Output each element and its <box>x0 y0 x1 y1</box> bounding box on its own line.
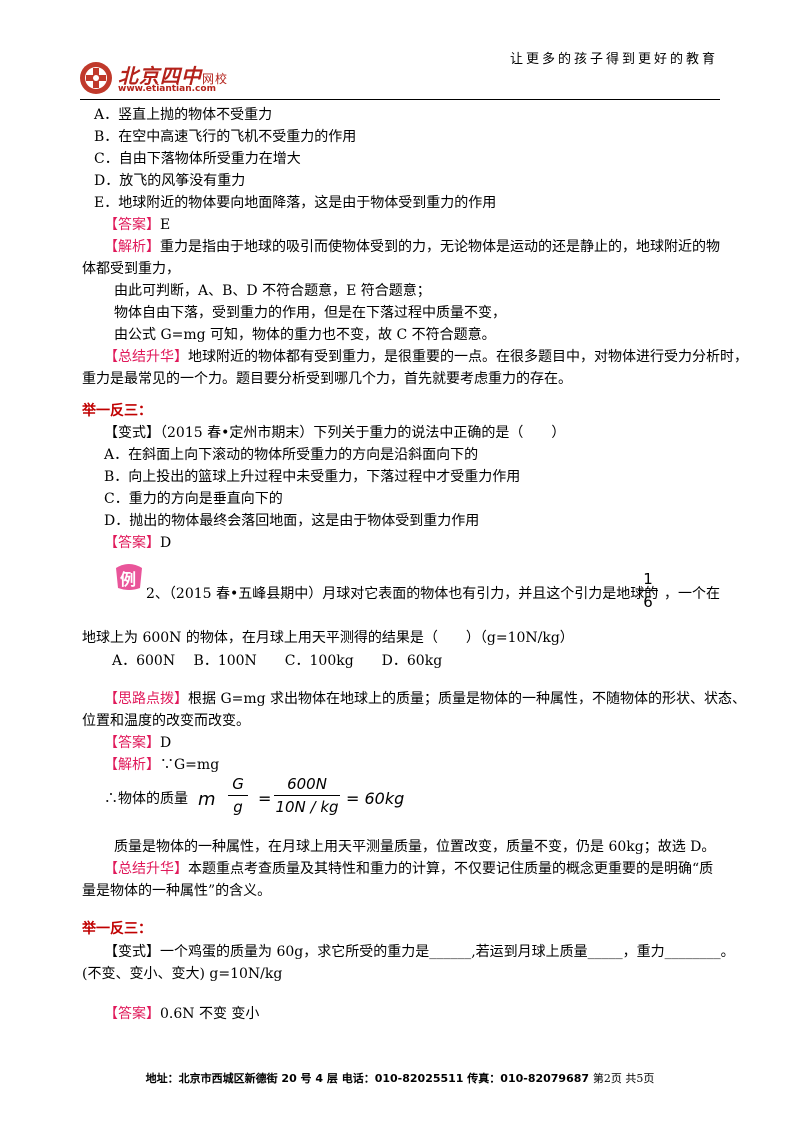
footer-address: 地址：北京市西城区新德街 20 号 4 层 电话：010-82025511 传真… <box>145 1072 590 1085</box>
v1-option-c: C．重力的方向是垂直向下的 <box>104 491 283 507</box>
q2-stem-line1-tail: ，一个在 <box>664 586 720 602</box>
q1-answer: 【答案】E <box>104 217 171 233</box>
example-badge-icon <box>116 564 142 590</box>
q2-stem-line1: 2、（2015 春•五峰县期中）月球对它表面的物体也有引力，并且这个引力是地球的 <box>146 586 659 602</box>
page-footer: 地址：北京市西城区新德街 20 号 4 层 电话：010-82025511 传真… <box>0 1070 800 1086</box>
q1-summary-line2: 重力是最常见的一个力。题目要分析受到哪几个力，首先就要考虑重力的存在。 <box>82 371 572 387</box>
v2-section-title: 举一反三： <box>82 921 152 937</box>
formula-eq: = <box>258 789 272 808</box>
logo-title: 北京四中网校 <box>118 64 229 88</box>
q2-analysis-line1: 【解析】∵G=mg <box>104 757 220 773</box>
q2-answer: 【答案】D <box>104 735 172 751</box>
example-badge: 例 <box>112 562 146 592</box>
q2-hint-line2: 位置和温度的改变而改变。 <box>82 713 250 729</box>
logo-emblem-icon <box>80 62 112 94</box>
q1-option-d: D．放飞的风筝没有重力 <box>94 173 246 189</box>
v1-option-a: A．在斜面上向下滚动的物体所受重力的方向是沿斜面向下的 <box>104 447 479 463</box>
header-divider <box>80 99 720 100</box>
q1-analysis-line1: 【解析】重力是指由于地球的吸引而使物体受到的力，无论物体是运动的还是静止的，地球… <box>104 239 720 255</box>
q2-hint-line1: 【思路点拨】根据 G=mg 求出物体在地球上的质量；质量是物体的一种属性，不随物… <box>104 691 747 707</box>
footer-page-number: 第2页 共5页 <box>592 1072 655 1085</box>
q2-stem-line2: 地球上为 600N 的物体，在月球上用天平测得的结果是（ ）（g=10N/kg） <box>82 630 574 646</box>
q2-summary-line1: 【总结升华】本题重点考查质量及其特性和重力的计算，不仅要记住质量的概念更重要的是… <box>104 861 714 877</box>
q2-fraction: 1 6 <box>636 570 660 611</box>
v2-lead-line1: 【变式】一个鸡蛋的质量为 60g，求它所受的重力是______,若运到月球上质量… <box>104 944 735 960</box>
logo-url: www.etiantian.com <box>118 84 216 94</box>
q2-options: A．600N B．100N C．100kg D．60kg <box>112 653 443 669</box>
v1-section-title: 举一反三： <box>82 403 152 419</box>
v1-option-b: B．向上投出的篮球上升过程中未受重力，下落过程中才受重力作用 <box>104 469 521 485</box>
school-logo: 北京四中网校 www.etiantian.com <box>78 60 278 98</box>
q1-analysis-line2: 体都受到重力， <box>82 261 180 277</box>
formula-result: = 60kg <box>346 789 405 808</box>
q2-summary-line2: 量是物体的一种属性”的含义。 <box>82 883 272 899</box>
q2-analysis-line2: ∴物体的质量 <box>104 791 188 807</box>
q2-analysis-line3: 质量是物体的一种属性，在月球上用天平测量质量，位置改变，质量不变，仍是 60kg… <box>114 839 716 855</box>
v2-answer: 【答案】0.6N 不变 变小 <box>104 1006 260 1022</box>
q1-analysis-line5: 由公式 G=mg 可知，物体的重力也不变，故 C 不符合题意。 <box>114 327 496 343</box>
q1-option-e: E．地球附近的物体要向地面降落，这是由于物体受到重力的作用 <box>94 195 497 211</box>
q1-option-a: A．竖直上抛的物体不受重力 <box>94 107 273 123</box>
q1-analysis-line3: 由此可判断，A、B、D 不符合题意，E 符合题意； <box>114 283 431 299</box>
v1-lead: 【变式】（2015 春•定州市期末）下列关于重力的说法中正确的是（ ） <box>104 425 566 441</box>
q1-summary-line1: 【总结升华】地球附近的物体都有受到重力，是很重要的一点。在很多题目中，对物体进行… <box>104 349 748 365</box>
v1-answer: 【答案】D <box>104 535 172 551</box>
q1-option-c: C．自由下落物体所受重力在增大 <box>94 151 301 167</box>
header-slogan: 让更多的孩子得到更好的教育 <box>509 52 718 67</box>
q1-analysis-line4: 物体自由下落，受到重力的作用，但是在下落过程中质量不变， <box>114 305 506 321</box>
v1-option-d: D．抛出的物体最终会落回地面，这是由于物体受到重力作用 <box>104 513 480 529</box>
formula-m: m <box>198 789 216 810</box>
q1-option-b: B．在空中高速飞行的飞机不受重力的作用 <box>94 129 357 145</box>
v2-lead-line2: (不变、变小、变大) g=10N/kg <box>82 966 283 982</box>
